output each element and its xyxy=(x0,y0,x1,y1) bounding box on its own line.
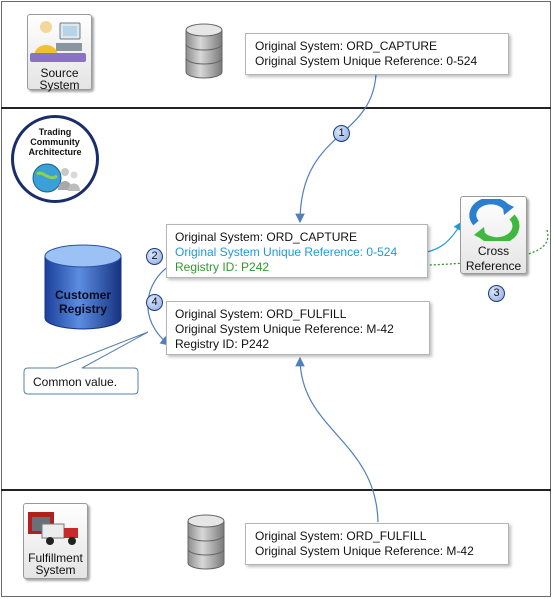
source-system-label-1: Source xyxy=(40,66,79,80)
step-1-badge: 1 xyxy=(333,125,350,142)
customer-registry-label-1: Customer xyxy=(54,288,111,302)
step-2-badge: 2 xyxy=(146,248,163,265)
fulfill-original-system: Original System: ORD_FULFILL xyxy=(255,529,427,543)
cross-reference-label-1: Cross xyxy=(477,244,510,258)
source-system-label-2: System xyxy=(39,78,80,92)
bottom-divider xyxy=(1,489,551,491)
common-value-callout: Common value. xyxy=(33,375,118,389)
source-original-system: Original System: ORD_CAPTURE xyxy=(255,39,438,53)
source-database-icon xyxy=(185,23,223,79)
cycle-arrows-icon xyxy=(469,199,520,241)
registry-fulfill-original-system: Original System: ORD_FULFILL xyxy=(175,307,347,321)
globe-people-icon xyxy=(32,163,80,193)
step-3-badge: 3 xyxy=(488,285,505,302)
fulfillment-database-icon xyxy=(187,514,225,570)
registry-fulfill-unique-reference: Original System Unique Reference: M-42 xyxy=(175,322,394,336)
person-computer-icon xyxy=(30,21,86,62)
step-4-badge: 4 xyxy=(146,294,163,311)
common-value-callout-shape xyxy=(23,331,149,395)
fulfillment-system-label-1: Fulfillment xyxy=(28,551,83,565)
cross-reference-label-2: Reference xyxy=(465,259,522,273)
source-unique-reference: Original System Unique Reference: 0-524 xyxy=(255,54,478,68)
registry-capture-unique-reference: Original System Unique Reference: 0-524 xyxy=(175,245,398,259)
arrow-source-to-registry xyxy=(295,73,377,224)
source-system-box: Original System: ORD_CAPTURE Original Sy… xyxy=(245,33,509,75)
tca-label-1: Trading xyxy=(38,127,72,137)
registry-capture-registry-id: Registry ID: P242 xyxy=(175,260,270,274)
registry-capture-original-system: Original System: ORD_CAPTURE xyxy=(175,230,358,244)
registry-fulfill-box: Original System: ORD_FULFILL Original Sy… xyxy=(166,301,430,355)
cross-reference-tile: Cross Reference xyxy=(460,196,527,274)
tca-label-2: Community xyxy=(30,137,80,147)
arrow-fulfill-to-registry xyxy=(295,356,379,523)
registry-fulfill-registry-id: Registry ID: P242 xyxy=(175,337,270,351)
tca-label-3: Architecture xyxy=(28,147,82,157)
tca-badge: Trading Community Architecture xyxy=(11,115,99,203)
source-system-tile: Source System xyxy=(27,14,92,92)
top-divider xyxy=(1,107,551,109)
fulfill-unique-reference: Original System Unique Reference: M-42 xyxy=(255,544,474,558)
truck-warehouse-icon xyxy=(28,512,78,545)
customer-registry-cylinder xyxy=(44,244,122,330)
registry-capture-box: Original System: ORD_CAPTURE Original Sy… xyxy=(166,224,428,278)
customer-registry-label-2: Registry xyxy=(58,302,108,316)
fulfillment-system-box: Original System: ORD_FULFILL Original Sy… xyxy=(245,523,509,565)
fulfillment-system-tile: Fulfillment System xyxy=(23,503,88,579)
fulfillment-system-label-2: System xyxy=(35,563,76,577)
